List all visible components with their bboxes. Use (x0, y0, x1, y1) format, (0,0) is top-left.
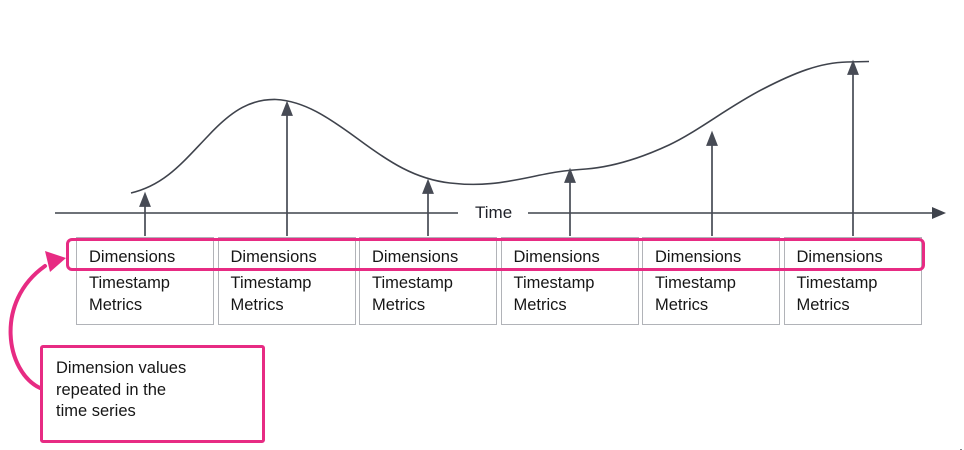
up-arrow-icon (281, 100, 293, 116)
data-point-arrow-4 (564, 167, 576, 236)
time-axis (55, 207, 946, 219)
callout-text-line: Dimension values (56, 359, 187, 377)
record-field-metrics: Metrics (513, 296, 567, 314)
record-field-timestamp: Timestamp (89, 273, 170, 292)
callout-arrow (8, 251, 66, 390)
record-field-timestamp: Timestamp (513, 273, 595, 292)
record-field-metrics: Metrics (655, 296, 709, 314)
up-arrow-icon (422, 178, 434, 194)
data-point-arrow-5 (706, 130, 718, 236)
record-field-dimensions: Dimensions (230, 248, 317, 266)
record-field-dimensions: Dimensions (655, 248, 742, 266)
record-field-metrics: Metrics (796, 296, 850, 314)
corner-artifact-mark (952, 443, 963, 450)
record-field-timestamp: Timestamp (372, 273, 453, 292)
record-field-metrics: Metrics (372, 296, 426, 314)
up-arrow-icon (139, 191, 151, 207)
record-field-dimensions: Dimensions (89, 248, 176, 266)
up-arrow-icon (847, 59, 859, 75)
callout-text-line: repeated in the (56, 380, 167, 399)
record-field-timestamp: Timestamp (796, 273, 878, 292)
record-field-timestamp: Timestamp (655, 273, 736, 292)
curved-arrow-icon (8, 264, 47, 390)
record-box-5: Dimensions Timestamp Metrics (642, 237, 780, 325)
data-point-arrow-6 (847, 59, 859, 236)
data-point-arrow-2 (281, 100, 293, 236)
time-series-curve (130, 60, 870, 194)
callout-text-line: time series (56, 402, 136, 420)
time-axis-label: Time (472, 203, 516, 223)
data-point-arrow-3 (422, 178, 434, 236)
record-box-6: Dimensions Timestamp Metrics (783, 237, 922, 325)
record-box-1: Dimensions Timestamp Metrics (76, 237, 214, 325)
record-field-dimensions: Dimensions (372, 248, 459, 266)
right-arrow-icon (932, 207, 946, 219)
callout-box: Dimension values repeated in the time se… (40, 345, 265, 443)
record-box-2: Dimensions Timestamp Metrics (217, 237, 356, 325)
record-field-dimensions: Dimensions (796, 248, 883, 266)
record-box-4: Dimensions Timestamp Metrics (500, 237, 639, 325)
record-field-timestamp: Timestamp (230, 273, 312, 292)
record-field-metrics: Metrics (230, 296, 284, 314)
data-point-arrow-1 (139, 191, 151, 236)
record-box-3: Dimensions Timestamp Metrics (359, 237, 497, 325)
arrowhead-icon (45, 251, 66, 272)
record-field-dimensions: Dimensions (513, 248, 600, 266)
up-arrow-icon (706, 130, 718, 146)
record-field-metrics: Metrics (89, 296, 143, 314)
up-arrow-icon (564, 167, 576, 183)
